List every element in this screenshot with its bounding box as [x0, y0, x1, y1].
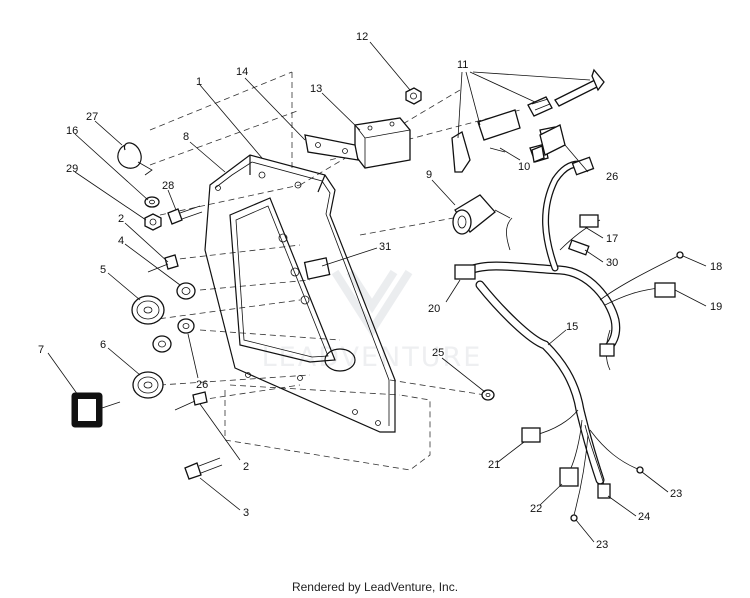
console-outline: [149, 71, 431, 471]
callout-14: 14: [236, 66, 248, 78]
toggle-switch-26: [531, 124, 566, 163]
mounting-plate: [204, 154, 396, 433]
callout-24: 24: [638, 511, 650, 523]
washer-25: [481, 389, 495, 401]
key-7: [71, 392, 121, 428]
connector-24: [597, 483, 611, 499]
callout-5: 5: [100, 264, 106, 276]
callout-21: 21: [488, 459, 500, 471]
connector-30: [567, 239, 590, 256]
callout-27: 27: [86, 111, 98, 123]
callout-25: 25: [432, 347, 444, 359]
watermark-text: LEADVENTURE: [262, 342, 483, 373]
callout-2-lower: 2: [243, 461, 249, 473]
decal-31: [303, 257, 331, 280]
callout-17: 17: [606, 233, 618, 245]
callout-12: 12: [356, 31, 368, 43]
connector-21: [521, 427, 541, 443]
callout-labels: 1 14 13 12 11 10 26 8 9 27 16 29 28 2 4 …: [38, 31, 722, 551]
connector-15: [599, 343, 615, 357]
throttle-parts-11: [451, 68, 605, 173]
leader-lines: [47, 41, 707, 543]
terminal-23b: [570, 514, 578, 522]
connector-22: [559, 467, 579, 487]
callout-26-left: 26: [196, 379, 208, 391]
nut-29: [144, 213, 162, 231]
render-credit: Rendered by LeadVenture, Inc.: [291, 580, 459, 594]
callout-13: 13: [310, 83, 322, 95]
callout-29: 29: [66, 163, 78, 175]
callout-22: 22: [530, 503, 542, 515]
bolt-4: [147, 254, 179, 273]
knob-5: [131, 295, 165, 325]
connector-19: [654, 282, 676, 298]
callout-10: 10: [518, 161, 530, 173]
callout-9: 9: [426, 169, 432, 181]
callout-28: 28: [162, 180, 174, 192]
connector-17: [579, 214, 599, 228]
callout-31: 31: [379, 241, 391, 253]
wire-harness-15: [465, 160, 681, 516]
connector-20: [454, 264, 476, 280]
harness-connectors: [454, 156, 684, 522]
callout-7: 7: [38, 344, 44, 356]
callout-11: 11: [457, 59, 468, 71]
callout-26-top: 26: [606, 171, 618, 183]
knob-6: [132, 371, 164, 399]
nut-12: [405, 87, 422, 105]
washer-16: [144, 196, 160, 208]
callout-6: 6: [100, 339, 106, 351]
callout-4: 4: [118, 235, 124, 247]
callout-8: 8: [183, 131, 189, 143]
callout-23-bottom: 23: [596, 539, 608, 551]
terminal-23a: [636, 466, 644, 474]
callout-15: 15: [566, 321, 578, 333]
washer-2: [176, 282, 196, 300]
bracket-13: [354, 117, 411, 169]
spring-27: [117, 142, 153, 176]
plate-14: [304, 134, 359, 161]
lockwasher-26: [177, 318, 195, 334]
terminal-18: [676, 251, 684, 259]
callout-30: 30: [606, 257, 618, 269]
callout-20: 20: [428, 303, 440, 315]
callout-19: 19: [710, 301, 722, 313]
pin-2: [174, 391, 208, 411]
callout-16: 16: [66, 125, 78, 137]
callout-3: 3: [243, 507, 249, 519]
nut-6a: [152, 335, 172, 353]
bolt-3: [184, 457, 223, 480]
ignition-switch-9: [452, 194, 511, 235]
callout-1: 1: [196, 76, 202, 88]
callout-23-right: 23: [670, 488, 682, 500]
callout-18: 18: [710, 261, 722, 273]
callout-2-upper: 2: [118, 213, 124, 225]
bolt-28: [167, 205, 203, 225]
